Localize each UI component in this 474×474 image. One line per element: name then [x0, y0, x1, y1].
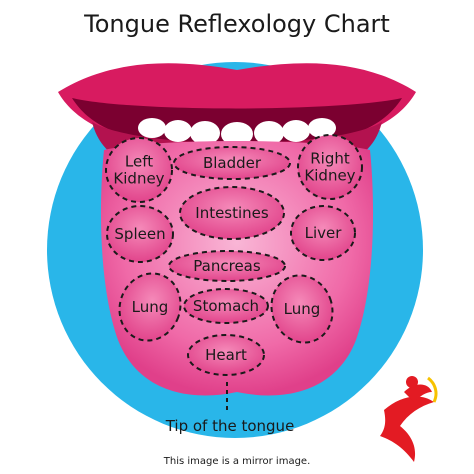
zone-label: Stomach: [193, 297, 259, 315]
chart-title: Tongue Reflexology Chart: [84, 10, 390, 38]
zone-shape: [290, 205, 356, 261]
zone-label: Intestines: [195, 204, 269, 222]
zone-shape: [297, 134, 363, 200]
zone-stomach: Stomach: [183, 288, 269, 324]
zone-shape: [183, 288, 269, 324]
zone-label: Left: [125, 153, 153, 171]
zone-intestines: Intestines: [179, 186, 285, 240]
zone-label: Liver: [305, 224, 343, 242]
zone-shape: [105, 137, 173, 203]
zone-shape: [173, 146, 291, 180]
zone-label: Kidney: [113, 170, 164, 188]
zone-label: Lung: [284, 300, 321, 318]
brand-logo: [380, 376, 438, 462]
zone-shape: [118, 272, 182, 342]
zone-shape: [187, 334, 265, 376]
zone-shape: [106, 205, 174, 263]
zone-liver: Liver: [290, 205, 356, 261]
mirror-footnote: This image is a mirror image.: [163, 456, 311, 467]
zone-label: Lung: [132, 298, 169, 316]
zone-lung-left: Lung: [118, 272, 182, 342]
zone-spleen: Spleen: [106, 205, 174, 263]
zone-shape: [179, 186, 285, 240]
teeth: [138, 118, 336, 146]
zone-shape: [168, 250, 286, 282]
tip-label: Tip of the tongue: [165, 417, 295, 435]
zone-label: Kidney: [304, 167, 355, 185]
zone-lung-right: Lung: [270, 274, 334, 344]
zone-label: Right: [310, 150, 350, 168]
zone-shape: [270, 274, 334, 344]
zone-bladder: Bladder: [173, 146, 291, 180]
zone-pancreas: Pancreas: [168, 250, 286, 282]
zone-label: Pancreas: [193, 257, 261, 275]
zone-label: Bladder: [203, 154, 262, 172]
zone-heart: Heart: [187, 334, 265, 376]
zone-label: Heart: [205, 346, 247, 364]
zone-label: Spleen: [114, 225, 165, 243]
